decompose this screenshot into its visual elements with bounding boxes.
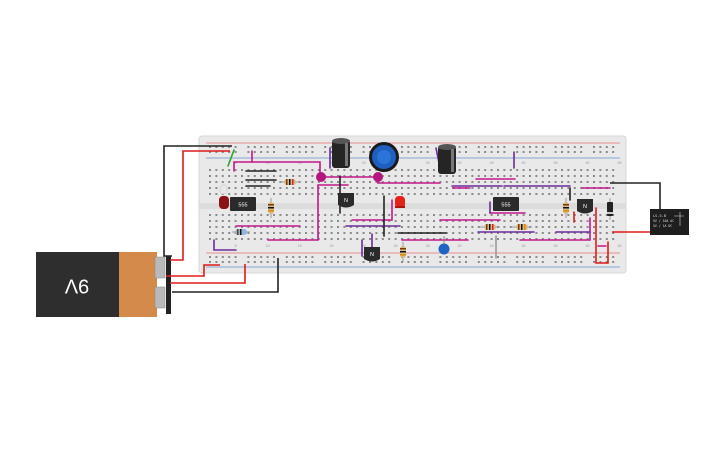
battery-label: 9V [64, 275, 89, 297]
potentiometer[interactable] [369, 142, 399, 172]
diode[interactable] [607, 198, 613, 220]
column-number: 10 [266, 244, 270, 248]
battery-wires[interactable] [163, 145, 661, 293]
column-number: 50 [522, 244, 526, 248]
column-number: 55 [554, 161, 558, 165]
ic-555-right-label: 555 [501, 203, 510, 209]
wire-junctions [316, 172, 383, 182]
column-number: 60 [586, 244, 590, 248]
resistor-1 [280, 179, 300, 185]
column-number: 20 [330, 161, 334, 165]
column-number: 25 [362, 161, 366, 165]
transistor-npn-1[interactable]: N [338, 193, 354, 208]
column-number: 40 [458, 244, 462, 248]
breadboard-holes[interactable] [209, 146, 615, 263]
resistor-2 [268, 198, 274, 218]
transistor-npn-2[interactable]: N [364, 247, 380, 262]
column-number: 60 [586, 161, 590, 165]
ceramic-capacitor[interactable] [438, 236, 450, 255]
column-number: 35 [426, 244, 430, 248]
resistor-6 [512, 224, 532, 230]
electrolytic-capacitor-1[interactable] [332, 138, 350, 168]
column-number: 65 [618, 244, 622, 248]
column-number: 30 [394, 244, 398, 248]
relay-label-1: LS-5-B [653, 214, 666, 218]
relay-label-2: 5V / 10A AC [653, 219, 674, 223]
ic-555-left[interactable]: 555 [230, 197, 256, 211]
transistor-2-label: N [370, 252, 374, 258]
column-number: 10 [266, 161, 270, 165]
column-number: 20 [330, 244, 334, 248]
ic-555-left-label: 555 [238, 203, 247, 209]
column-number: 15 [298, 244, 302, 248]
transistor-3-label: N [583, 204, 587, 210]
relay-label-3: 5V / 1A DC [653, 224, 672, 228]
battery-9v[interactable]: 9V [36, 252, 171, 317]
column-number: 45 [490, 161, 494, 165]
red-led[interactable] [395, 196, 405, 208]
red-led-left[interactable] [219, 184, 229, 209]
electrolytic-capacitor-2[interactable] [438, 144, 456, 174]
resistor-3 [232, 229, 250, 235]
column-number: 55 [554, 244, 558, 248]
relay[interactable]: LS-5-B 5V / 10A AC 5V / 1A DC [650, 209, 689, 235]
column-number: 35 [426, 161, 430, 165]
resistors[interactable] [232, 179, 569, 262]
transistor-npn-3[interactable]: N [577, 199, 593, 214]
column-number: 45 [490, 244, 494, 248]
ic-555-right[interactable]: 555 [493, 197, 519, 211]
column-numbers: 5510101515202025253030353540404545505055… [235, 161, 622, 248]
resistor-5 [480, 224, 500, 230]
column-number: 40 [458, 161, 462, 165]
column-number: 25 [362, 244, 366, 248]
column-number: 50 [522, 161, 526, 165]
column-number: 5 [235, 161, 237, 165]
transistor-1-label: N [344, 198, 348, 204]
column-number: 65 [618, 161, 622, 165]
resistor-7 [563, 198, 569, 218]
resistor-4 [400, 242, 406, 262]
column-number: 5 [235, 244, 237, 248]
column-number: 15 [298, 161, 302, 165]
breadboard[interactable]: 5510101515202025253030353540404545505055… [198, 135, 627, 274]
